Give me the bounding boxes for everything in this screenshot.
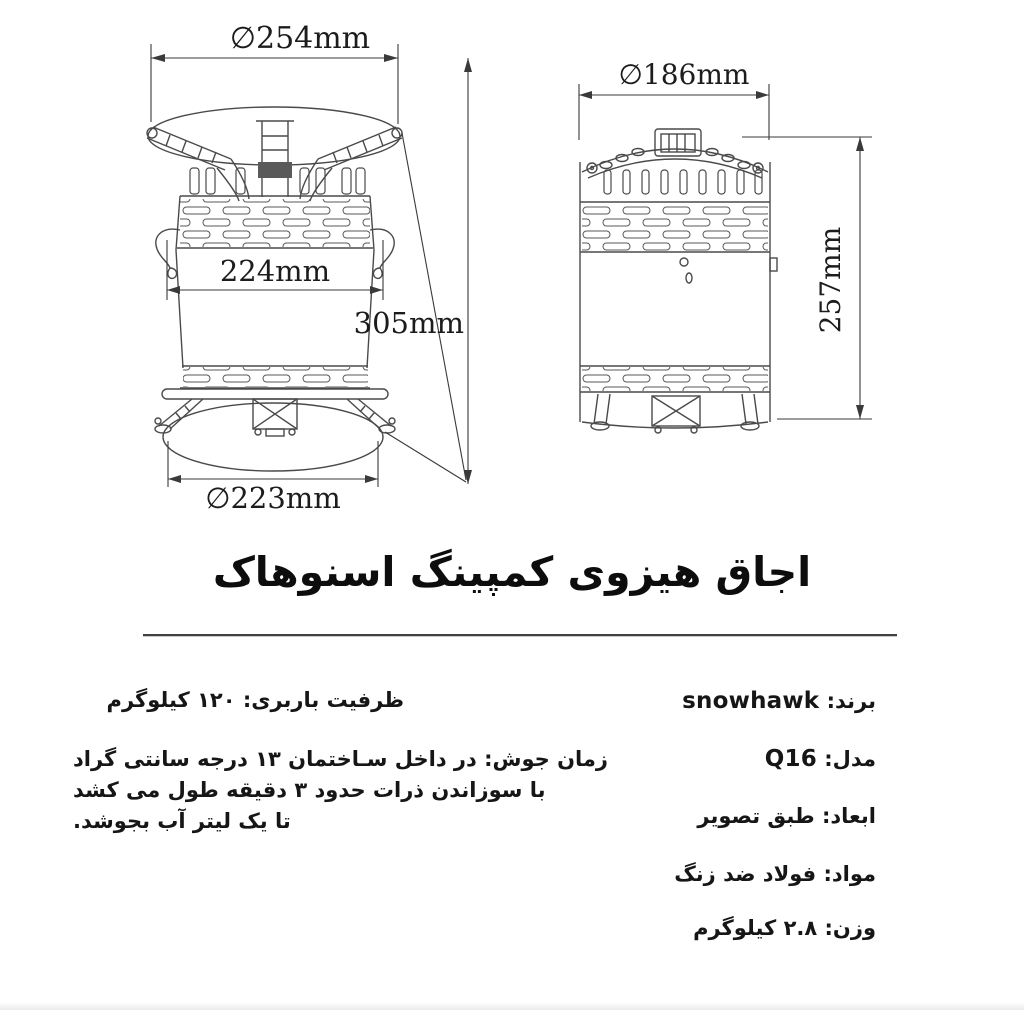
dimension-front-base-diameter: ∅223mm — [205, 481, 341, 515]
dimension-front-inner-width: 224mm — [220, 254, 330, 288]
front-view-drawing — [146, 106, 403, 472]
dimension-arrows — [151, 54, 472, 484]
front-view-dimensions — [150, 44, 472, 487]
spec-label-material: مواد: — [823, 862, 876, 886]
spec-label-dimensions: ابعاد: — [822, 804, 876, 828]
spec-label-load-capacity: ظرفیت باربری: — [242, 688, 404, 712]
spec-row-load-capacity: ظرفیت باربری: ۱۲۰ کیلوگرم — [107, 688, 404, 712]
spec-label-weight: وزن: — [824, 916, 876, 940]
dimension-arrows — [579, 91, 864, 419]
title-divider — [143, 634, 897, 637]
spec-row-weight: وزن: ۲.۸ کیلوگرم — [693, 916, 876, 940]
dimension-front-top-diameter: ∅254mm — [230, 21, 370, 56]
spec-row-dimensions: ابعاد: طبق تصویر — [697, 804, 876, 828]
spec-row-brand: برند: snowhawk — [682, 688, 876, 714]
bottom-edge-shadow — [0, 1002, 1024, 1010]
spec-label-boil-time: زمان جوش: — [484, 747, 608, 771]
spec-row-model: مدل: Q16 — [765, 746, 876, 772]
dimension-side-height: 257mm — [814, 227, 847, 334]
spec-label-brand: برند: — [826, 689, 876, 713]
spec-label-model: مدل: — [824, 747, 876, 771]
spec-value-boil-time: در داخل سـاختمان ۱۳ درجه سانتی گراد با س… — [73, 747, 546, 833]
spec-value-load-capacity: ۱۲۰ کیلوگرم — [106, 688, 236, 712]
spec-value-model: Q16 — [764, 746, 817, 772]
dimension-front-height: 305mm — [354, 306, 464, 340]
spec-value-dimensions: طبق تصویر — [697, 804, 815, 828]
side-view-drawing — [579, 128, 778, 434]
product-title: اجاق هیزوی کمپینگ اسنوهاک — [212, 548, 812, 596]
technical-drawings: ∅254mm 224mm 305mm ∅223mm — [146, 21, 872, 515]
side-view-dimensions — [578, 84, 872, 420]
dimension-side-top-diameter: ∅186mm — [619, 58, 750, 91]
spec-row-boil-time: زمان جوش: در داخل سـاختمان ۱۳ درجه سانتی… — [73, 744, 608, 837]
spec-value-weight: ۲.۸ کیلوگرم — [693, 916, 818, 940]
spec-value-material: فولاد ضد زنگ — [674, 862, 817, 886]
spec-row-material: مواد: فولاد ضد زنگ — [674, 862, 876, 886]
spec-value-brand: snowhawk — [682, 688, 820, 714]
